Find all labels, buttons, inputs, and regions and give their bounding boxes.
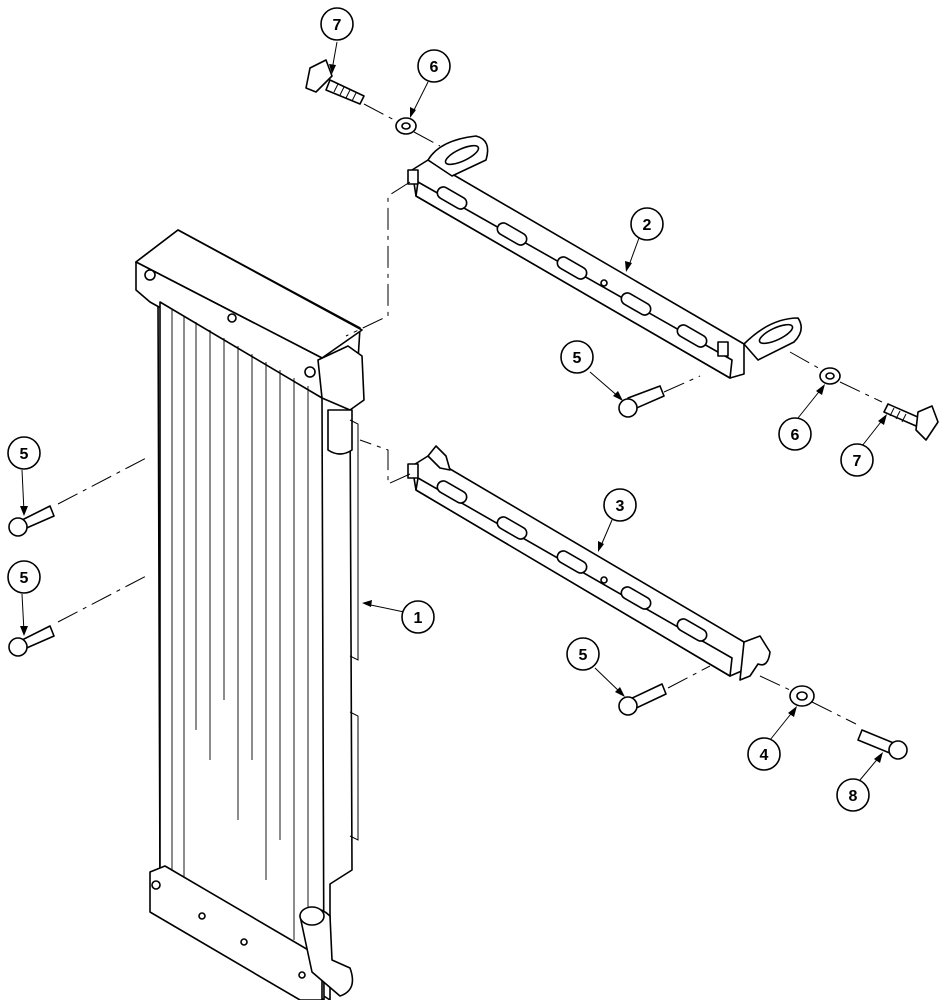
callout-5-upper-right: 5 bbox=[560, 340, 594, 374]
callout-1-label: 1 bbox=[414, 610, 423, 627]
callout-1: 1 bbox=[401, 600, 435, 634]
callout-6-right-label: 6 bbox=[791, 427, 800, 444]
bolt-left-lower bbox=[8, 625, 55, 657]
callout-6-top-label: 6 bbox=[430, 59, 439, 76]
bolt-lower-right bbox=[618, 683, 667, 716]
callout-7-top-label: 7 bbox=[333, 17, 342, 34]
assembly-center-lines bbox=[57, 103, 883, 725]
bolt-8 bbox=[857, 729, 908, 760]
callout-3: 3 bbox=[603, 488, 637, 522]
callout-7-right-label: 7 bbox=[853, 453, 862, 470]
callout-3-label: 3 bbox=[616, 498, 625, 515]
callout-5-left-lower-label: 5 bbox=[20, 570, 29, 587]
leader-lines bbox=[20, 41, 887, 781]
callout-5-left-lower: 5 bbox=[7, 560, 41, 594]
callout-5-upper-right-label: 5 bbox=[573, 350, 582, 367]
callout-2-label: 2 bbox=[643, 217, 652, 234]
callout-5-left-upper-label: 5 bbox=[20, 446, 29, 463]
callout-7-top: 7 bbox=[320, 7, 354, 41]
callout-4-label: 4 bbox=[760, 747, 769, 764]
callout-5-left-upper: 5 bbox=[7, 436, 41, 470]
lower-bracket bbox=[407, 445, 771, 681]
cooler-core bbox=[135, 229, 365, 1001]
callout-5-lower-right: 5 bbox=[566, 637, 600, 671]
upper-bracket bbox=[407, 135, 802, 379]
callout-6-right: 6 bbox=[778, 417, 812, 451]
callout-8-label: 8 bbox=[849, 788, 858, 805]
callout-6-top: 6 bbox=[417, 49, 451, 83]
bolt-upper-right bbox=[618, 385, 665, 418]
callout-4: 4 bbox=[747, 737, 781, 771]
callout-7-right: 7 bbox=[840, 443, 874, 477]
callout-8: 8 bbox=[836, 778, 870, 812]
wing-bolt-right bbox=[883, 403, 939, 441]
callout-2: 2 bbox=[630, 207, 664, 241]
bolt-left-upper bbox=[8, 505, 55, 537]
callout-5-lower-right-label: 5 bbox=[579, 647, 588, 664]
wing-bolt-top bbox=[305, 59, 365, 105]
